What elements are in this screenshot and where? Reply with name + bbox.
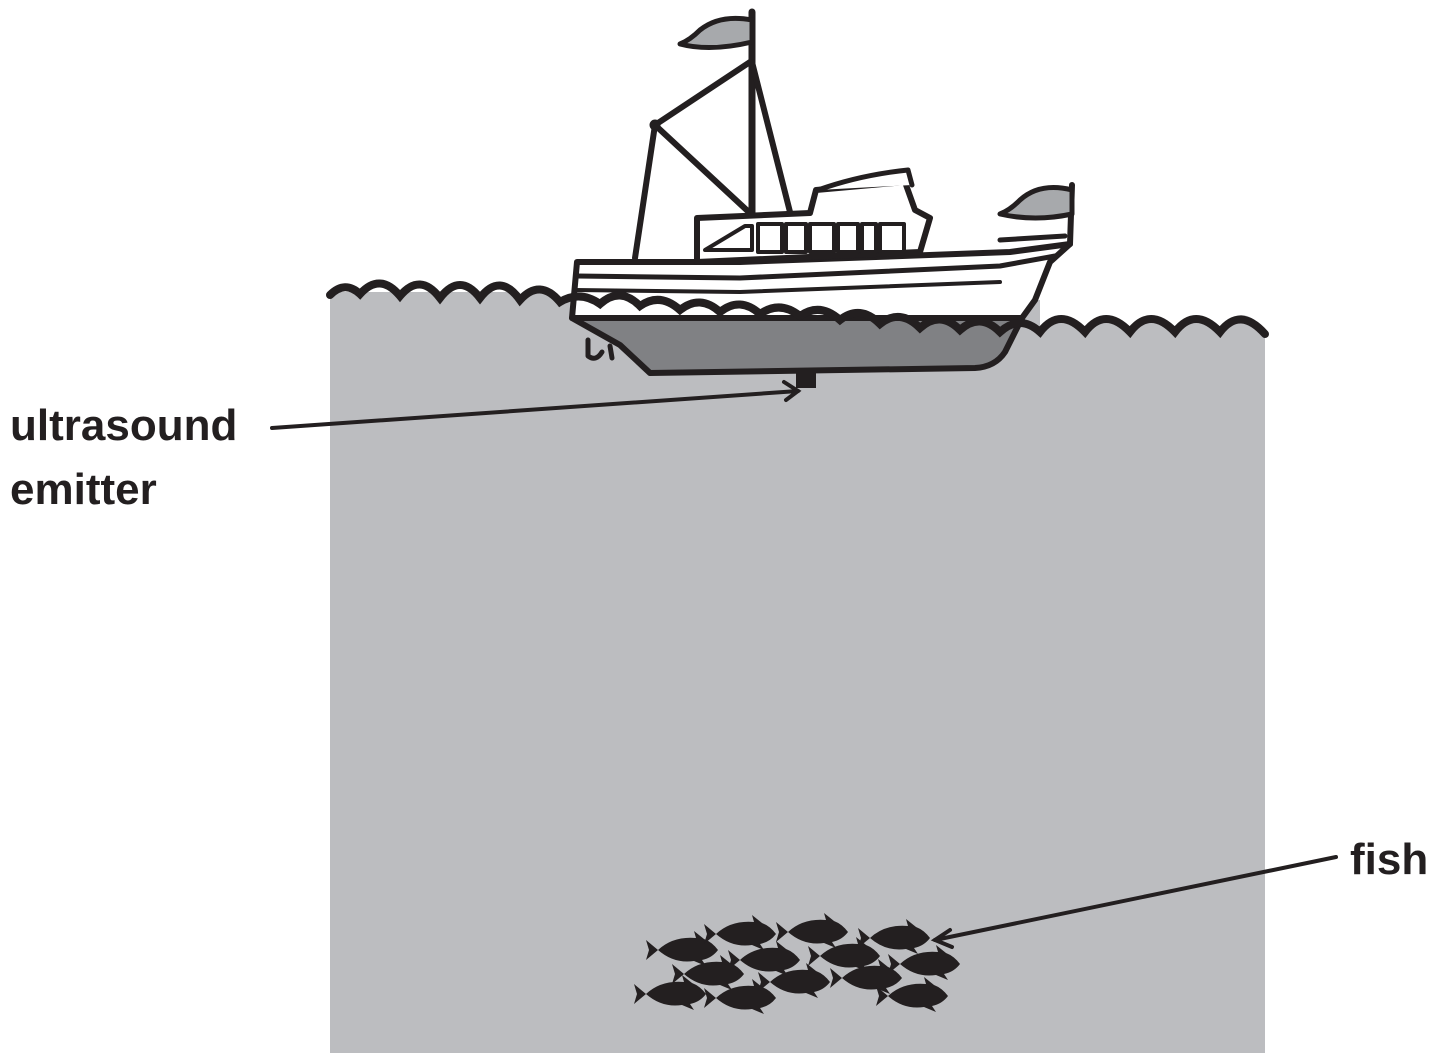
boom-pivot	[650, 120, 660, 130]
ultrasound-emitter	[796, 370, 816, 388]
ultrasound-emitter-label: ultrasound emitter	[10, 394, 237, 522]
ultrasound-emitter-label-line1: ultrasound	[10, 394, 237, 458]
sea-water	[330, 292, 1265, 1053]
fish-label: fish	[1350, 828, 1428, 892]
ultrasound-emitter-label-line2: emitter	[10, 458, 237, 522]
